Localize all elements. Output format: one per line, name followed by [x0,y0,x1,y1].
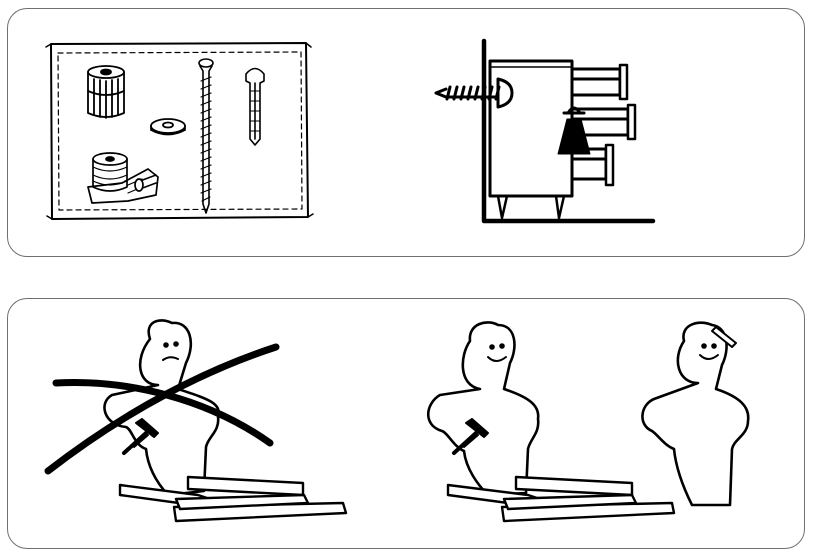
long-screw-icon [198,58,214,214]
hardware-wall-fixing-panel [7,8,805,257]
helper-person-right-face [699,343,719,360]
wall-screw-icon [434,85,501,101]
weight-icon [557,106,591,155]
bottom-panel-illustration [44,319,750,523]
hardware-bag-illustration [45,42,314,220]
helper-person-left-figure [426,321,540,497]
anti-tip-bracket-icon [87,152,159,204]
washer-icon [150,118,186,136]
single-person-face [162,341,179,361]
top-panel-illustration [45,38,656,224]
hammer-icon [122,418,159,455]
helper-person-left-face [487,343,507,362]
boards-right [446,475,676,523]
pencil-icon [711,326,737,348]
adjustable-foot-icon [87,65,125,119]
wall-anchored-cabinet-illustration [481,38,656,224]
hammer-icon [452,418,489,455]
boards-left [118,475,348,523]
two-person-assembly-panel [7,298,805,549]
helper-person-right-figure [641,321,750,507]
wall-plug-icon [245,67,265,146]
cross-out-icon [44,343,280,475]
